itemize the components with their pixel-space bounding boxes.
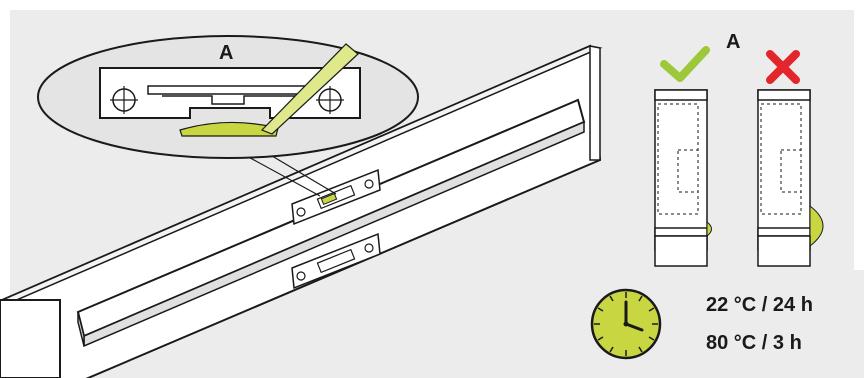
curing-room-temperature: 22 °C / 24 h bbox=[706, 294, 813, 317]
comparison-label: A bbox=[726, 31, 740, 54]
curing-high-temperature: 80 °C / 3 h bbox=[706, 332, 802, 355]
clock-icon bbox=[588, 286, 664, 362]
detail-label: A bbox=[219, 42, 233, 65]
correct-example bbox=[655, 90, 712, 266]
curing-time-panel: 22 °C / 24 h 80 °C / 3 h bbox=[570, 270, 864, 378]
